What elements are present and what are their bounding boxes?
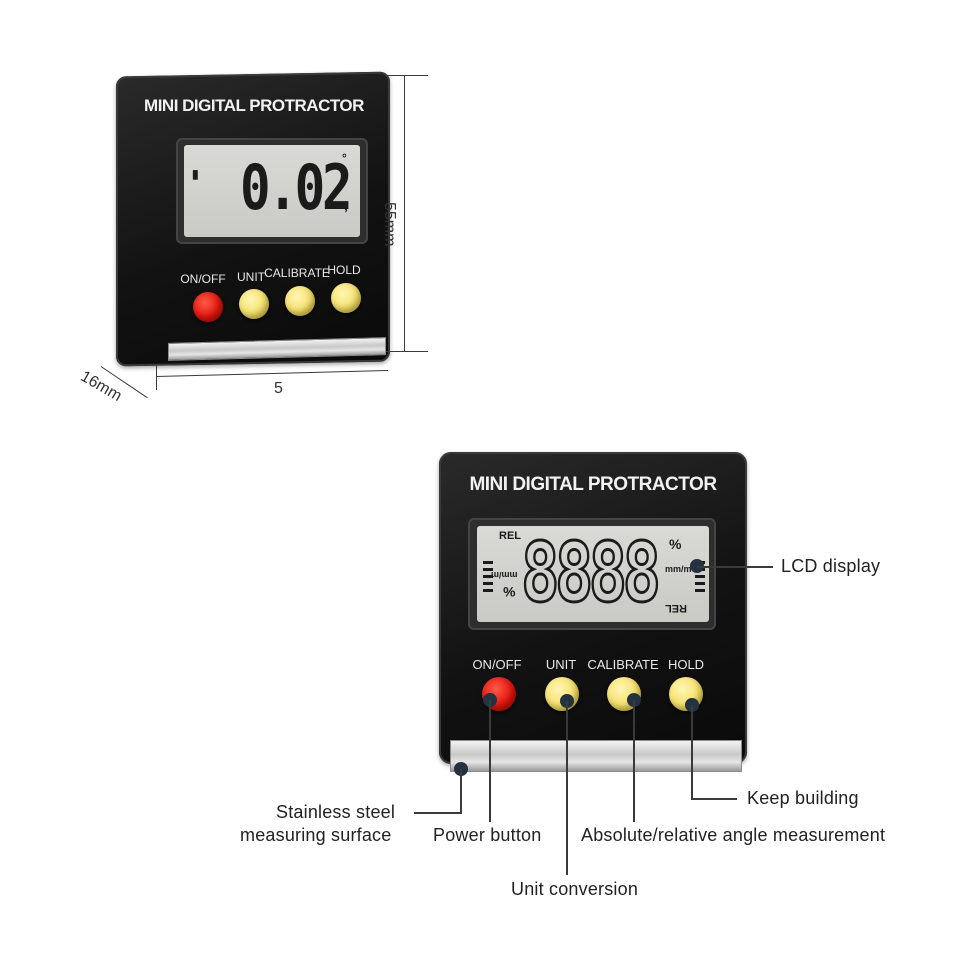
callout-line-hold-h (691, 798, 737, 800)
top-lcd-battery-icon: ▮ (192, 167, 199, 181)
lcd-unit-left: mm/m (491, 570, 518, 580)
dim-height-label: 55mm (381, 202, 398, 247)
callout-line-stainless-h (414, 812, 462, 814)
callout-stainless-line1: Stainless steel (276, 802, 396, 822)
dim-height-top-extension (386, 75, 428, 76)
callout-lcd-display: LCD display (781, 556, 881, 576)
bottom-button-label-calibrate: CALIBRATE (587, 657, 659, 672)
top-lcd-screen: ▮ 0.02 ° , (184, 145, 360, 237)
top-button-label-onoff: ON/OFF (180, 272, 226, 286)
dim-height-bottom-extension (386, 351, 428, 352)
callout-line-lcd (697, 566, 773, 568)
callout-unit-conversion: Unit conversion (511, 879, 639, 899)
callout-stainless-line2: measuring surface (240, 825, 392, 845)
top-unit-button[interactable] (239, 289, 269, 319)
top-lcd-reading: 0.02 (240, 151, 353, 224)
callout-line-unit (566, 701, 568, 875)
top-button-label-unit: UNIT (237, 270, 265, 284)
dim-height-line (404, 75, 405, 351)
callout-line-hold-v (691, 705, 693, 799)
callout-power-button: Power button (433, 825, 542, 845)
top-lcd-tick-icon: , (344, 197, 348, 213)
bottom-lcd-digits: 8888 (520, 526, 662, 621)
top-device-title: MINI DIGITAL PROTRACTOR (144, 96, 364, 115)
lcd-unit-right: mm/m (665, 564, 692, 574)
lcd-percent-left: % (503, 584, 516, 600)
lcd-rel-bottom: REL (665, 602, 687, 614)
bottom-device-title: MINI DIGITAL PROTRACTOR (469, 474, 717, 495)
top-lcd-degree-symbol: ° (342, 151, 347, 165)
dim-width-label: 5 (274, 380, 283, 397)
dim-width-line (156, 369, 388, 378)
callout-keep-building: Keep building (747, 788, 859, 808)
top-calibrate-button[interactable] (285, 286, 315, 316)
top-button-label-hold: HOLD (327, 263, 361, 277)
lcd-level-bars-left: ▬▬▬▬▬ (483, 556, 493, 595)
bottom-button-label-unit: UNIT (545, 657, 577, 672)
top-onoff-button[interactable] (193, 292, 223, 322)
bottom-button-label-hold: HOLD (667, 657, 705, 672)
top-button-label-calibrate: CALIBRATE (264, 266, 330, 280)
bottom-lcd-screen: REL mm/m % ▬▬▬▬▬ 8888 % mm/m ▬▬▬▬▬ REL (477, 526, 709, 622)
callout-line-stainless-v (460, 769, 462, 813)
dim-width-left-tick (156, 364, 157, 390)
bottom-stainless-steel-base (450, 740, 742, 772)
callout-line-calibrate (633, 700, 635, 822)
lcd-rel-top: REL (499, 530, 521, 542)
callout-line-power (489, 700, 491, 822)
top-hold-button[interactable] (331, 283, 361, 313)
callout-absolute-relative: Absolute/relative angle measurement (581, 825, 886, 845)
dim-depth-label: 16mm (77, 368, 125, 405)
bottom-button-label-onoff: ON/OFF (472, 657, 522, 672)
lcd-percent-right: % (669, 536, 682, 552)
